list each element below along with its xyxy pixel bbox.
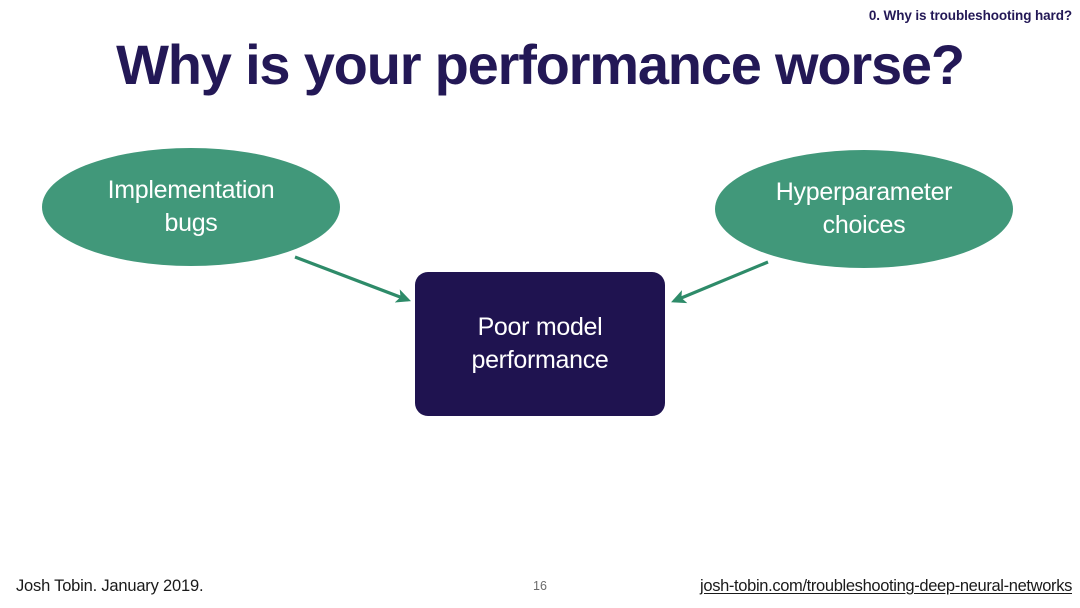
node-hyperparameter-choices: Hyperparameter choices: [715, 150, 1013, 268]
node-implementation-bugs-label: Implementation bugs: [107, 176, 275, 237]
footer-link[interactable]: josh-tobin.com/troubleshooting-deep-neur…: [700, 577, 1072, 595]
edge-hyperparameter-choices-to-poor-model-performance: [671, 260, 769, 304]
page-title: Why is your performance worse?: [116, 33, 965, 96]
node-poor-model-performance-label: Poor model performance: [471, 312, 609, 375]
node-poor-model-performance: Poor model performance: [415, 272, 665, 416]
edge-implementation-bugs-to-poor-model-performance: [294, 255, 411, 303]
footer-attribution: Josh Tobin. January 2019.: [16, 577, 204, 595]
node-implementation-bugs: Implementation bugs: [42, 148, 340, 266]
section-header: 0. Why is troubleshooting hard?: [868, 8, 1072, 23]
node-hyperparameter-choices-label: Hyperparameter choices: [775, 178, 953, 239]
